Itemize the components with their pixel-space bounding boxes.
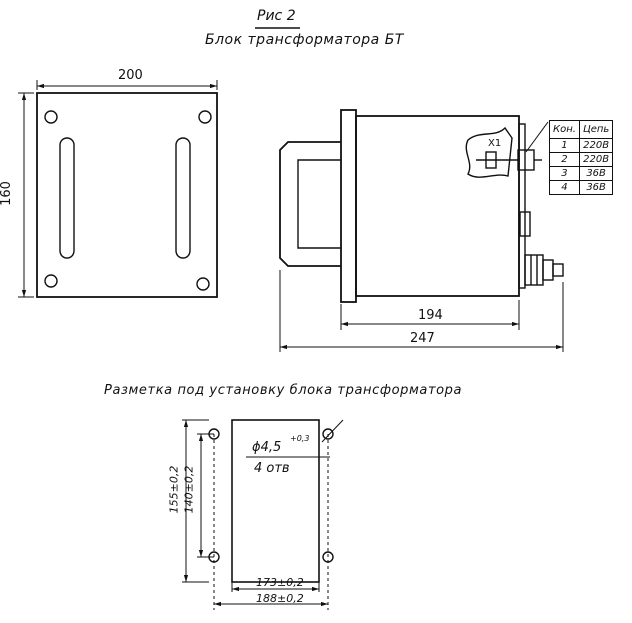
table-header-contact: Кон. — [549, 120, 580, 139]
table-row: 3 36В — [549, 166, 614, 181]
ventilation-slot — [175, 137, 191, 259]
front-view — [36, 92, 218, 298]
table-cell: 220В — [578, 152, 614, 167]
figure-number: Рис 2 — [257, 8, 296, 24]
table-cell: 36В — [578, 180, 614, 195]
table-cell: 4 — [549, 180, 580, 195]
mounting-hole — [196, 277, 210, 291]
mounting-hole — [44, 110, 58, 124]
table-cell: 3 — [549, 166, 580, 181]
table-cell: 220В — [578, 138, 614, 153]
table-row: 2 220В — [549, 152, 614, 167]
side-view — [279, 109, 564, 303]
dim-horizontal-inner: 173±0,2 — [256, 576, 304, 589]
overall-length-dimension: 247 — [410, 331, 435, 346]
figure-title: Блок трансформатора БТ — [205, 32, 404, 48]
table-header-circuit: Цепь — [578, 120, 614, 139]
hole-tolerance: +0,3 — [290, 434, 310, 443]
side-dimensions — [279, 270, 564, 352]
mounting-hole — [322, 428, 334, 440]
table-cell: 1 — [549, 138, 580, 153]
table-row: 1 220В — [549, 138, 614, 153]
front-width-dimension: 200 — [118, 68, 143, 83]
table-row: 4 36В — [549, 180, 614, 195]
dim-vertical-outer: 155±0,2 — [167, 465, 181, 514]
table-cell: 2 — [549, 152, 580, 167]
front-height-dimension: 160 — [0, 181, 14, 206]
dim-horizontal-outer: 188±0,2 — [256, 592, 304, 605]
mounting-title: Разметка под установку блока трансформат… — [104, 383, 463, 398]
ventilation-slot — [59, 137, 75, 259]
front-dimensions — [18, 80, 218, 298]
contact-table: Кон. Цепь 1 220В 2 220В 3 36В 4 36В — [549, 120, 614, 195]
table-cell: 36В — [578, 166, 614, 181]
connector-label: X1 — [488, 138, 502, 149]
body-length-dimension: 194 — [418, 308, 443, 323]
mounting-dimensions — [182, 419, 329, 610]
hole-diameter: ϕ4,5 — [252, 440, 282, 455]
mounting-hole — [44, 274, 58, 288]
hole-count: 4 отв — [254, 461, 290, 476]
mounting-hole — [198, 110, 212, 124]
dim-vertical-inner: 140±0,2 — [182, 465, 196, 514]
